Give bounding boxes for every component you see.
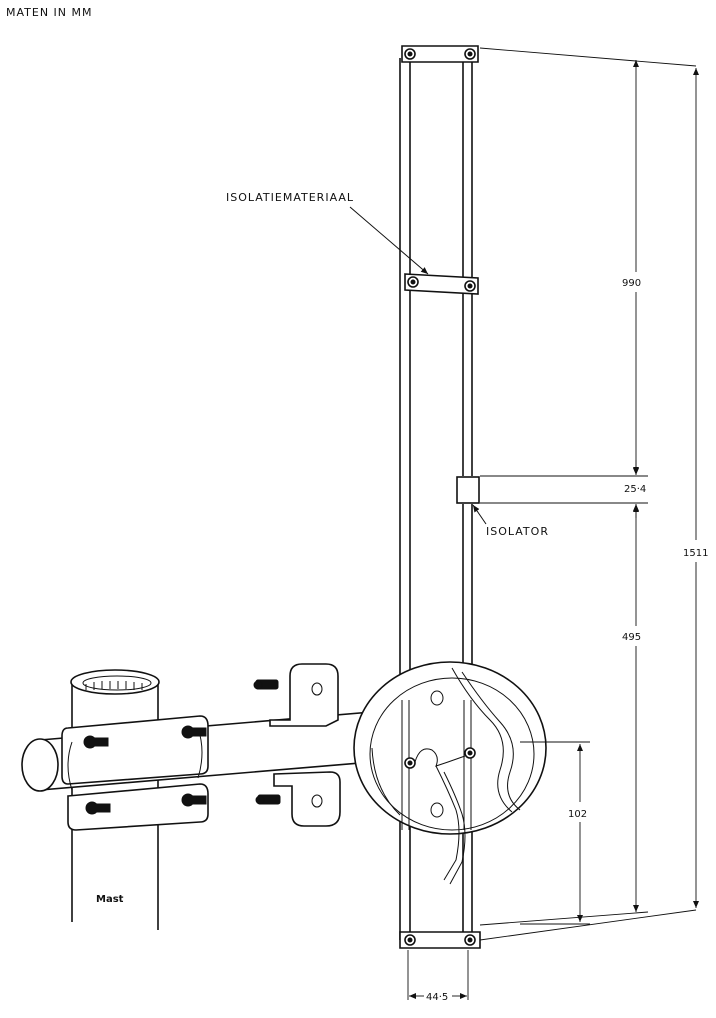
insulation-material-label: ISOLATIEMATERIAAL <box>226 191 354 204</box>
dim-element-spacing: 44·5 <box>426 992 448 1003</box>
mast-label: Mast <box>96 894 124 905</box>
isolator-leader <box>472 504 487 525</box>
dim-box-offset: 102 <box>568 809 587 820</box>
isolator-block <box>456 476 480 504</box>
junction-box <box>353 661 547 885</box>
dimension-lines <box>407 47 699 1000</box>
insulation-spacer <box>404 273 479 295</box>
upper-bracket <box>253 663 339 727</box>
isolator-label: ISOLATOR <box>486 525 549 538</box>
clamp-bolt <box>85 801 111 815</box>
clamp-bolt <box>83 735 109 749</box>
dim-lower-length: 495 <box>622 632 641 643</box>
bottom-spacer <box>399 931 481 949</box>
clamp-bolt <box>181 725 207 739</box>
dim-total-length: 1511 <box>683 548 708 559</box>
dim-gap: 25·4 <box>624 484 646 495</box>
mast-clamp <box>61 715 209 831</box>
top-spacer <box>401 45 479 63</box>
lower-bracket <box>255 771 341 827</box>
insulation-leader <box>349 206 429 275</box>
clamp-bolt <box>181 793 207 807</box>
units-note: MATEN IN MM <box>6 6 93 19</box>
dim-upper-length: 990 <box>622 278 641 289</box>
